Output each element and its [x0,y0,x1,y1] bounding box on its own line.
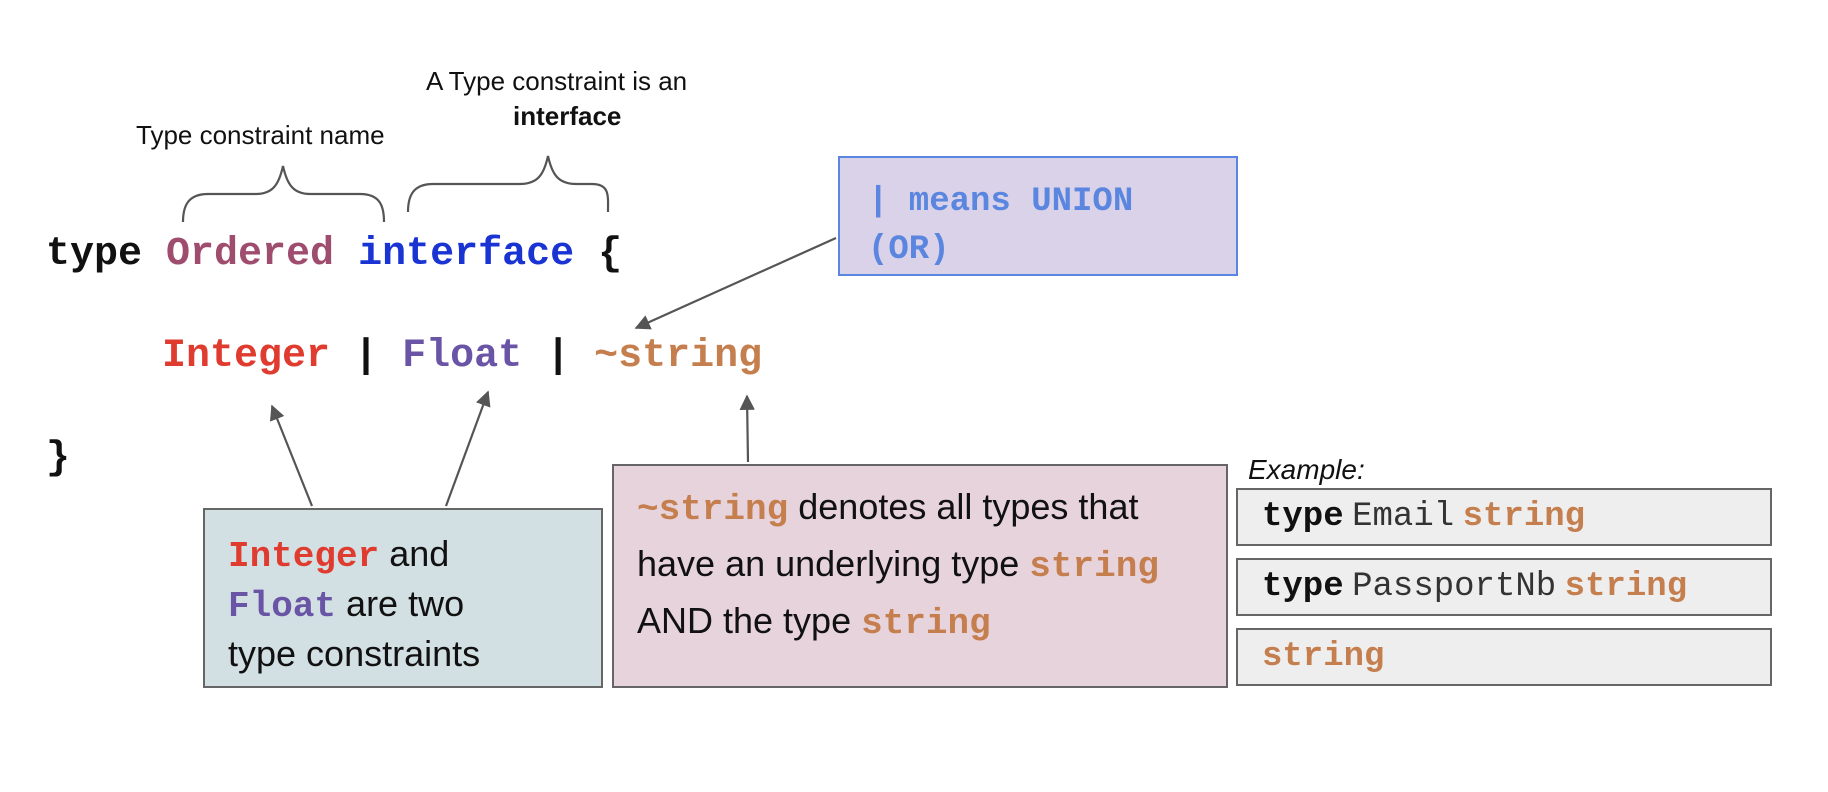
keyword-interface: interface [358,232,575,277]
callout-and-the-type: AND the type [637,600,852,641]
type-constraint-name-label: Type constraint name [136,120,385,150]
close-brace: } [46,436,71,481]
code-line-declaration: type Ordered interface { [46,232,622,277]
callout-have-underlying: have an underlying type [637,543,1020,584]
arrow-string [739,394,755,463]
type-integer: Integer [162,334,331,379]
example-label: Example: [1248,454,1365,485]
example-row-email: type Email string [1236,488,1772,546]
example-keyword: type [1262,498,1344,536]
example-type-name: Email [1352,498,1455,536]
integer-float-callout: Integer and Float are two type constrain… [203,508,603,688]
callout-float: Float [228,586,337,627]
callout-tilde-string: ~string [637,489,789,530]
example-row-string: string [1236,628,1772,686]
constraint-name: Ordered [166,232,335,277]
example-underlying-type: string [1262,638,1385,676]
example-row-passport: type PassportNb string [1236,558,1772,616]
type-tilde-string: ~string [594,334,763,379]
callout-string-2: string [861,603,991,644]
example-type-name: PassportNb [1352,568,1557,606]
example-underlying-type: string [1462,498,1586,536]
arrow-union [634,236,837,330]
interface-note-line1: A Type constraint is an [426,66,688,96]
example-keyword: type [1262,568,1344,606]
type-float: Float [402,334,523,379]
interface-note-line2: interface [513,101,622,131]
callout-are-two: are two [346,583,465,624]
callout-string-1: string [1029,546,1159,587]
pipe-2: | [546,334,571,379]
callout-and: and [389,533,450,574]
callout-integer: Integer [228,536,380,577]
arrow-integer [269,404,314,507]
callout-denotes: denotes all types that [798,486,1139,527]
keyword-type: type [46,232,143,277]
tilde-string-callout: ~string denotes all types that have an u… [612,464,1228,688]
curly-brace-name [181,165,386,223]
code-line-union: Integer | Float | ~string [162,334,762,379]
callout-type-constraints: type constraints [228,633,481,674]
union-callout-text: | means UNION (OR) [868,183,1134,269]
open-brace: { [598,232,623,277]
union-callout: | means UNION (OR) [838,156,1238,276]
example-underlying-type: string [1564,568,1688,606]
arrow-float [444,390,491,507]
pipe-1: | [354,334,379,379]
curly-brace-interface [406,155,610,213]
